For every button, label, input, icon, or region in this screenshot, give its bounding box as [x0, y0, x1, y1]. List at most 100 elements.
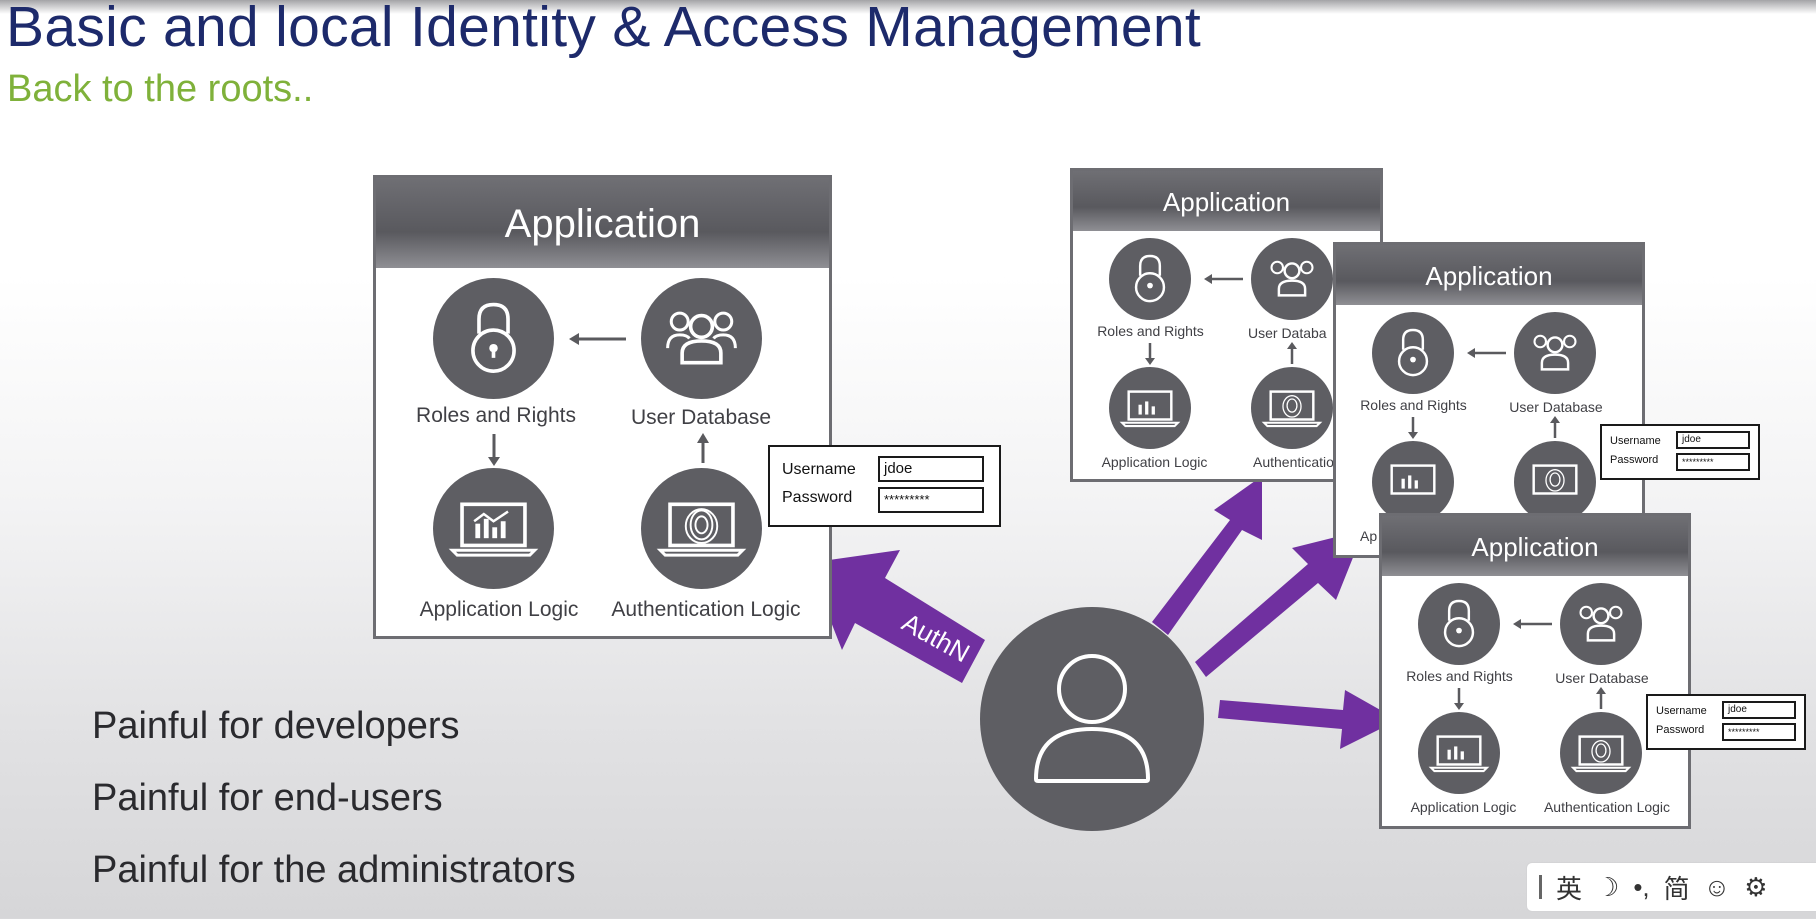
lock-icon: [1397, 328, 1429, 377]
laptop-chart-icon: [448, 502, 539, 557]
roles-node-2: [1372, 312, 1454, 394]
authn-arrow-app-3: [1218, 690, 1398, 749]
app-box-main: Application Roles and Rights User Databa…: [373, 175, 832, 639]
authn-arrow-main: [808, 550, 985, 683]
applogic-label-1: Application Logic: [1101, 454, 1208, 470]
roles-node: [433, 278, 554, 399]
login-card-right-3: Username Password jdoe *********: [1646, 694, 1806, 750]
password-field[interactable]: *********: [878, 487, 984, 513]
app-header-3: Application: [1382, 516, 1688, 576]
authlogic-label-3: Authentication Logic: [1543, 799, 1671, 815]
moon-icon[interactable]: ☽: [1596, 871, 1620, 902]
laptop-fingerprint-icon: [1532, 464, 1578, 495]
punctuation-icon[interactable]: •,: [1633, 871, 1650, 902]
app-box-right-1: Application Roles and Rights User Databa…: [1070, 168, 1383, 482]
app-title-1: Application: [1162, 187, 1291, 217]
settings-icon[interactable]: ⚙: [1744, 871, 1768, 902]
username-field-2[interactable]: jdoe: [1676, 431, 1750, 449]
users-icon: [1533, 334, 1577, 371]
users-icon: [1579, 605, 1623, 642]
emoji-icon[interactable]: ☺: [1703, 871, 1731, 902]
roles-label: Roles and Rights: [416, 404, 576, 427]
password-field-2[interactable]: *********: [1676, 453, 1750, 471]
login-card-main: Username Password jdoe *********: [768, 445, 1001, 527]
applogic-node-3: [1418, 712, 1500, 794]
userdb-label-2: User Database: [1509, 399, 1603, 415]
app-title-3: Application: [1471, 532, 1599, 562]
userdb-label-1: User Databa: [1248, 325, 1327, 341]
list-item: Painful for end-users: [92, 777, 443, 819]
username-label: Username: [782, 461, 856, 478]
userdb-node-3: [1560, 583, 1642, 665]
slide-title: Basic and local Identity & Access Manage…: [6, 0, 1202, 59]
laptop-chart-icon: [1390, 464, 1436, 495]
internal-arrows-3: [1454, 619, 1606, 710]
password-label-2: Password: [1610, 454, 1659, 466]
username-field[interactable]: jdoe: [878, 456, 984, 482]
password-label-3: Password: [1656, 724, 1705, 736]
internal-arrows-2: [1408, 348, 1560, 439]
roles-label-3: Roles and Rights: [1406, 668, 1513, 684]
authn-arrow-app-1: [1152, 476, 1262, 635]
password-label: Password: [782, 489, 853, 506]
app-box-right-2: Application Roles and Rights User Databa…: [1333, 242, 1645, 558]
applogic-node-1: [1109, 367, 1191, 449]
username-label-3: Username: [1656, 705, 1707, 717]
app-title: Application: [504, 202, 701, 246]
applogic-node: [433, 468, 554, 589]
roles-label-2: Roles and Rights: [1360, 397, 1467, 413]
username-label-2: Username: [1610, 435, 1661, 447]
lock-icon: [471, 302, 516, 373]
internal-arrows-1: [1145, 274, 1297, 365]
lock-icon: [1443, 599, 1475, 648]
roles-node-1: [1109, 238, 1191, 320]
lock-icon: [1134, 254, 1166, 303]
top-shade: [0, 0, 1816, 14]
app-header-1: Application: [1073, 171, 1380, 231]
authlogic-node-1: [1251, 367, 1333, 449]
applogic-label-2: Ap: [1360, 528, 1378, 544]
list-item: Painful for developers: [92, 705, 460, 747]
roles-label-1: Roles and Rights: [1097, 323, 1204, 339]
authlogic-node: [641, 468, 762, 589]
authlogic-node-3: [1560, 712, 1642, 794]
app-header-2: Application: [1336, 245, 1642, 305]
internal-arrows: [488, 333, 709, 466]
authlogic-label: Authentication Logic: [611, 598, 801, 621]
authlogic-node-2: [1514, 441, 1596, 523]
slide-subtitle: Back to the roots..: [7, 68, 314, 110]
userdb-node-1: [1251, 238, 1333, 320]
authlogic-label-1: Authentication: [1253, 454, 1342, 470]
userdb-label-3: User Database: [1555, 670, 1649, 686]
laptop-fingerprint-icon: [656, 502, 747, 557]
applogic-label-3: Application Logic: [1410, 799, 1517, 815]
ime-toolbar: 英 ☽ •, 简 ☺ ⚙: [1526, 862, 1816, 912]
userdb-label: User Database: [630, 406, 772, 429]
authn-arrow-app-2: [1195, 530, 1364, 677]
laptop-chart-icon: [1428, 735, 1490, 773]
pain-points-list: Painful for developers Painful for end-u…: [92, 700, 576, 916]
laptop-fingerprint-icon: [1570, 735, 1632, 773]
applogic-label: Application Logic: [419, 598, 579, 621]
userdb-node-2: [1514, 312, 1596, 394]
list-item: Painful for the administrators: [92, 849, 576, 891]
ime-language-button[interactable]: 英: [1556, 873, 1583, 904]
laptop-fingerprint-icon: [1261, 390, 1323, 428]
user-circle: [980, 607, 1204, 831]
userdb-node: [641, 278, 762, 399]
roles-node-3: [1418, 583, 1500, 665]
ime-script-button[interactable]: 简: [1663, 873, 1690, 904]
users-icon: [666, 311, 737, 365]
laptop-chart-icon: [1119, 390, 1181, 428]
app-box-right-3: Application Roles and Rights User Databa…: [1379, 513, 1691, 829]
password-field-3[interactable]: *********: [1722, 723, 1796, 741]
ime-drag-handle[interactable]: [1539, 875, 1542, 899]
applogic-node-2: [1372, 441, 1454, 523]
login-card-right-2: Username Password jdoe *********: [1600, 424, 1760, 480]
app-title-2: Application: [1425, 261, 1553, 291]
username-field-3[interactable]: jdoe: [1722, 701, 1796, 719]
user-icon: [1033, 654, 1151, 783]
users-icon: [1270, 260, 1314, 297]
app-header: Application: [376, 178, 829, 268]
